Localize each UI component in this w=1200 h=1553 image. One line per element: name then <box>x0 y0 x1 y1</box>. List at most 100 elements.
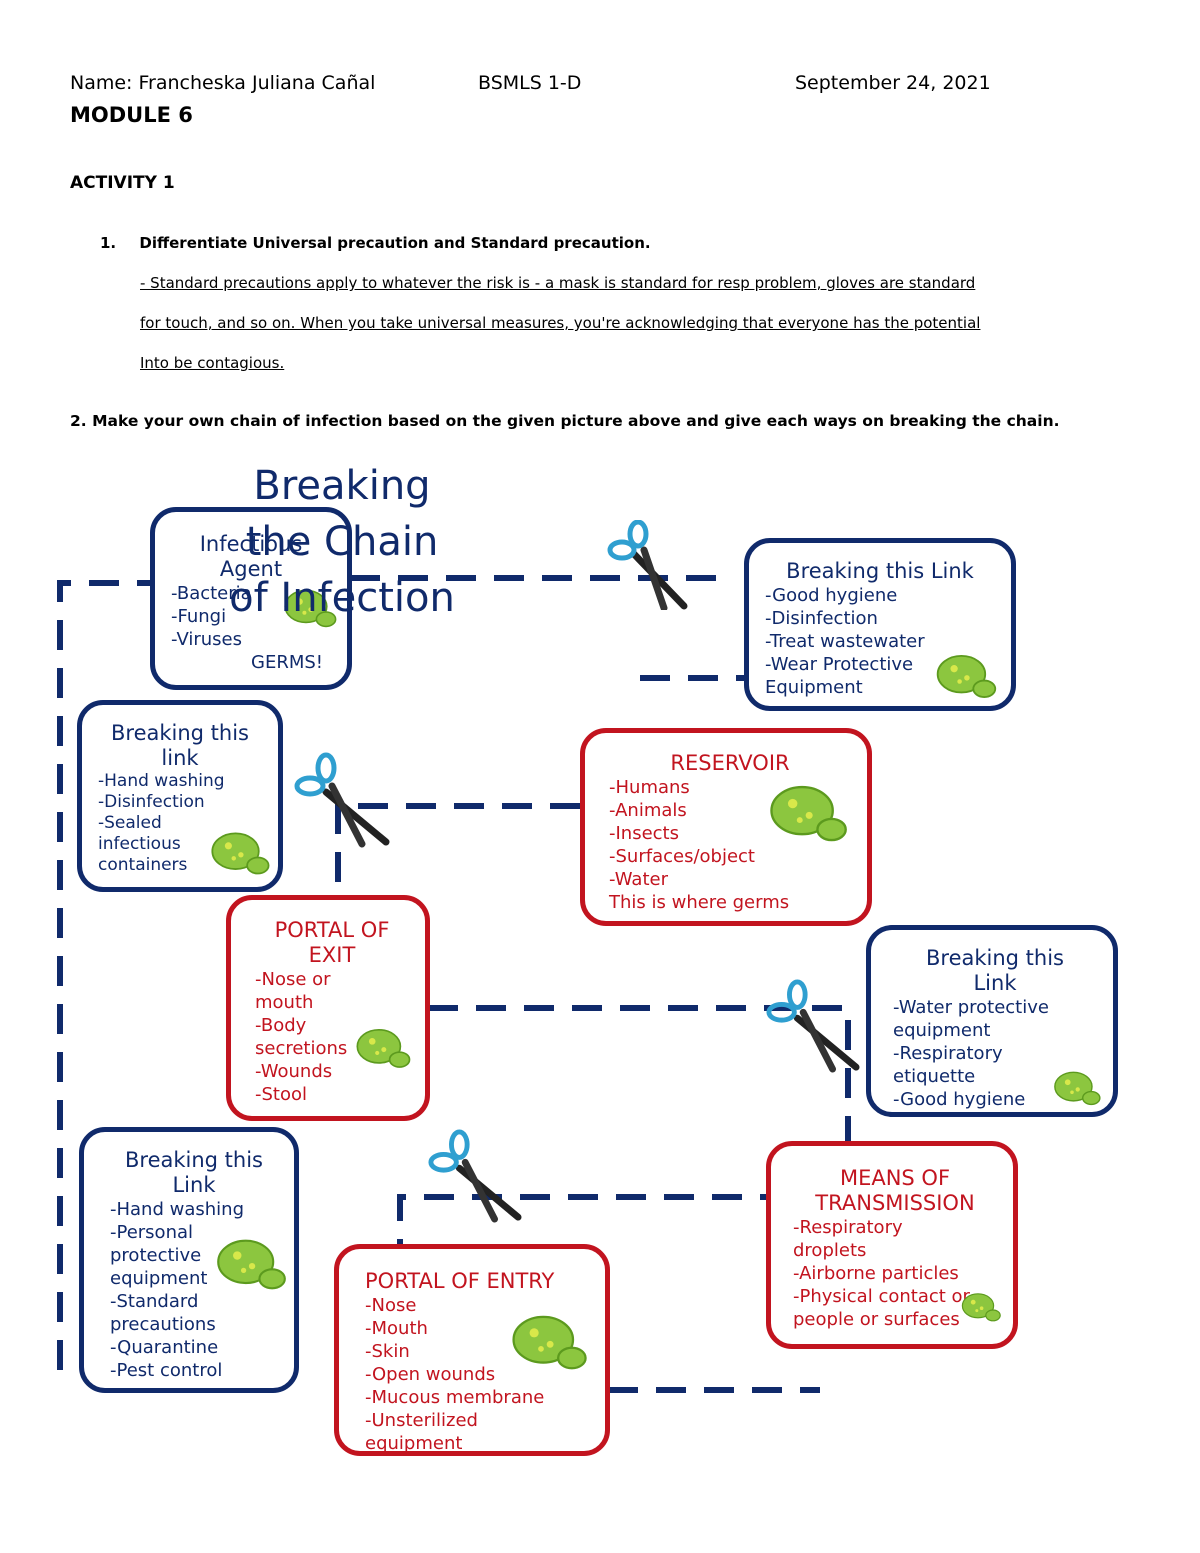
scissors-icon <box>766 979 860 1073</box>
break-exit-title-1: Breaking this <box>926 946 1064 970</box>
diagram-title: Breaking the Chain of Infection <box>222 458 462 626</box>
portal-exit-box: PORTAL OF EXIT -Nose or mouth -Body secr… <box>226 895 430 1121</box>
break-agent-item: Equipment <box>765 677 863 698</box>
portal-entry-item: -Mucous membrane <box>365 1387 545 1408</box>
portal-entry-item: -Mouth <box>365 1318 428 1339</box>
date: September 24, 2021 <box>795 72 991 94</box>
break-reservoir-item: infectious <box>98 834 181 854</box>
portal-exit-item: mouth <box>255 992 314 1013</box>
transmission-item: -Airborne particles <box>793 1263 959 1284</box>
reservoir-item: -Humans <box>609 777 690 798</box>
infectious-agent-title-1: Infectious <box>199 532 303 556</box>
answer-line-1: - Standard precautions apply to whatever… <box>140 274 976 292</box>
transmission-item: -Respiratory <box>793 1217 903 1238</box>
break-reservoir-item: -Disinfection <box>98 792 205 812</box>
break-entry-item: -Hand washing <box>110 1199 244 1220</box>
portal-entry-item: -Nose <box>365 1295 417 1316</box>
portal-exit-title-2: EXIT <box>308 943 356 967</box>
break-entry-item: protective <box>110 1245 202 1266</box>
break-entry-item: -Pest control <box>110 1360 223 1381</box>
break-exit-item: -Good hygiene <box>893 1089 1026 1110</box>
germ-icon <box>284 589 337 628</box>
diagram-title-line-2: the Chain <box>245 519 439 565</box>
diagram-title-line-3: of Infection <box>229 575 455 621</box>
transmission-title-2: TRANSMISSION <box>815 1191 975 1215</box>
activity-title: ACTIVITY 1 <box>70 173 175 193</box>
reservoir-item: -Water <box>609 869 668 890</box>
break-reservoir-item: -Sealed <box>98 813 162 833</box>
germ-icon <box>1054 1071 1101 1106</box>
break-entry-item: -Personal <box>110 1222 194 1243</box>
agent-item: -Bacteria <box>171 583 252 604</box>
germ-icon <box>217 1239 286 1290</box>
break-exit-item: equipment <box>893 1020 991 1041</box>
portal-entry-item: equipment <box>365 1433 463 1454</box>
portal-entry-item: -Open wounds <box>365 1364 496 1385</box>
transmission-item: people or surfaces <box>793 1309 960 1330</box>
break-agent-item: -Treat wastewater <box>765 631 925 652</box>
infectious-agent-title-2: Agent <box>219 557 283 581</box>
reservoir-item: This is where germs <box>609 892 790 913</box>
scissors-icon <box>294 752 390 848</box>
break-entry-title-2: Link <box>172 1173 216 1197</box>
agent-item: -Viruses <box>171 629 242 650</box>
break-agent-item: -Wear Protective <box>765 654 914 675</box>
portal-exit-item: -Nose or <box>255 969 331 990</box>
question-1-text: Differentiate Universal precaution and S… <box>139 234 651 252</box>
reservoir-item: -Animals <box>609 800 687 821</box>
reservoir-title: RESERVOIR <box>670 751 790 775</box>
break-entry-item: -Quarantine <box>110 1337 219 1358</box>
break-exit-item: -Water protective <box>893 997 1049 1018</box>
break-entry-item: equipment <box>110 1268 208 1289</box>
reservoir-item: -Insects <box>609 823 679 844</box>
break-agent-item: -Disinfection <box>765 608 878 629</box>
germ-icon <box>961 1293 1001 1322</box>
portal-exit-item: -Wounds <box>255 1061 333 1082</box>
break-reservoir-title-1: Breaking this <box>111 721 249 745</box>
answer-line-2: for touch, and so on. When you take univ… <box>140 314 981 332</box>
germ-icon <box>770 785 847 842</box>
diagram-title-line-1: Breaking <box>253 463 431 509</box>
break-exit-box: Breaking this Link -Water protective equ… <box>866 925 1118 1117</box>
break-exit-title-2: Link <box>973 971 1017 995</box>
break-entry-item: precautions <box>110 1314 216 1335</box>
infectious-agent-box: Infectious Agent -Bacteria -Fungi -Virus… <box>150 507 352 690</box>
portal-entry-item: -Skin <box>365 1341 410 1362</box>
section: BSMLS 1-D <box>478 72 582 94</box>
reservoir-item: -Surfaces/object <box>609 846 755 867</box>
break-exit-item: -Respiratory <box>893 1043 1003 1064</box>
module-title: MODULE 6 <box>70 103 193 127</box>
break-entry-item: -Standard <box>110 1291 199 1312</box>
break-agent-item: -Good hygiene <box>765 585 898 606</box>
germ-icon <box>211 832 270 875</box>
break-agent-title: Breaking this Link <box>786 559 974 583</box>
break-reservoir-item: -Hand washing <box>98 771 225 791</box>
portal-exit-title-1: PORTAL OF <box>274 918 390 942</box>
germ-icon <box>936 654 997 698</box>
answer-line-3: Into be contagious. <box>140 354 285 372</box>
transmission-item: droplets <box>793 1240 867 1261</box>
break-entry-title-1: Breaking this <box>125 1148 263 1172</box>
question-1: 1. Differentiate Universal precaution an… <box>100 234 651 252</box>
scissors-icon <box>428 1129 522 1223</box>
agent-item: -Fungi <box>171 606 227 627</box>
student-name: Name: Francheska Juliana Cañal <box>70 72 376 94</box>
portal-entry-title: PORTAL OF ENTRY <box>365 1269 555 1293</box>
portal-entry-item: -Unsterilized <box>365 1410 478 1431</box>
break-entry-box: Breaking this Link -Hand washing -Person… <box>79 1127 299 1393</box>
transmission-item: -Physical contact or <box>793 1286 970 1307</box>
portal-exit-item: secretions <box>255 1038 348 1059</box>
portal-exit-item: -Stool <box>255 1084 308 1105</box>
break-reservoir-box: Breaking this link -Hand washing -Disinf… <box>77 700 283 892</box>
agent-item: GERMS! <box>251 652 323 673</box>
break-reservoir-item: containers <box>98 855 188 875</box>
break-exit-item: etiquette <box>893 1066 976 1087</box>
germ-icon <box>356 1028 411 1068</box>
portal-exit-item: -Body <box>255 1015 307 1036</box>
scissors-icon <box>607 520 688 610</box>
transmission-title-1: MEANS OF <box>839 1166 951 1190</box>
break-reservoir-title-2: link <box>161 746 199 770</box>
question-2: 2. Make your own chain of infection base… <box>70 412 1060 430</box>
germ-icon <box>512 1315 587 1370</box>
question-1-number: 1. <box>100 234 117 252</box>
